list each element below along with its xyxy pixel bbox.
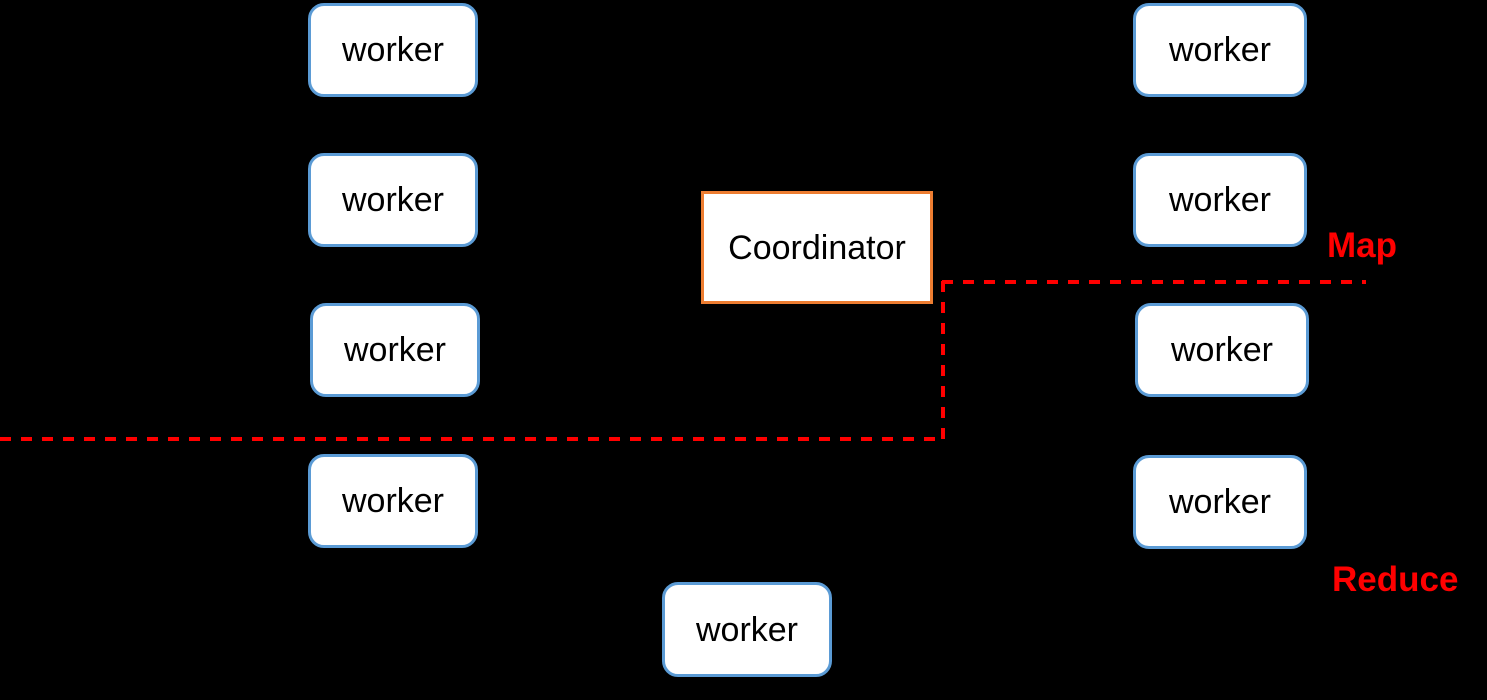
worker-node: worker (1135, 303, 1309, 397)
worker-label: worker (341, 482, 445, 520)
reduce-phase-label: Reduce (1332, 560, 1459, 599)
worker-node: worker (1133, 153, 1307, 247)
worker-node: worker (308, 153, 478, 247)
worker-node: worker (1133, 3, 1307, 97)
worker-label: worker (695, 610, 799, 649)
coordinator-label: Coordinator (728, 228, 906, 267)
phase-divider-right-segment (942, 280, 1366, 284)
worker-label: worker (1168, 483, 1272, 521)
worker-node: worker (310, 303, 480, 397)
phase-divider-left-segment (0, 437, 944, 441)
worker-label: worker (1170, 331, 1274, 369)
map-phase-label: Map (1327, 226, 1397, 265)
worker-label: worker (1168, 31, 1272, 69)
phase-divider-vertical-segment (941, 281, 945, 441)
worker-label: worker (1168, 181, 1272, 219)
worker-label: worker (341, 181, 445, 219)
worker-node: worker (308, 454, 478, 548)
worker-label: worker (343, 331, 447, 369)
worker-node: worker (1133, 455, 1307, 549)
worker-node: worker (308, 3, 478, 97)
worker-node: worker (662, 582, 832, 677)
coordinator-node: Coordinator (701, 191, 933, 304)
worker-label: worker (341, 31, 445, 69)
